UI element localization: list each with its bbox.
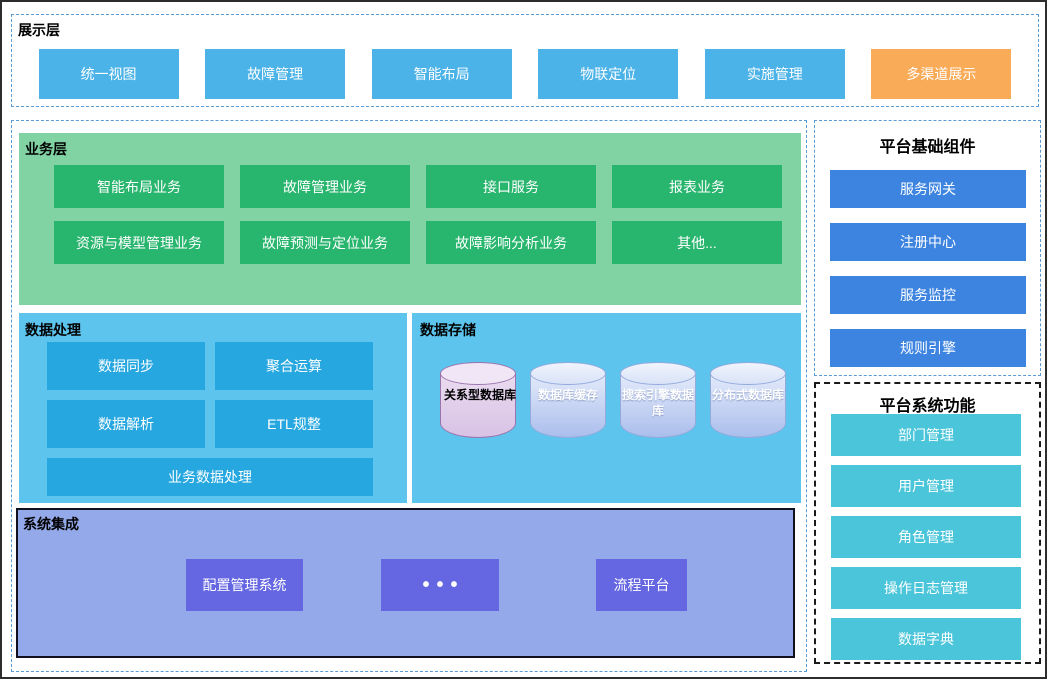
node-business-data-processing: 业务数据处理 — [47, 458, 373, 496]
core-layers-panel: 业务层 智能布局业务 故障管理业务 接口服务 报表业务 资源与模型管理业务 故障… — [11, 120, 807, 672]
node-registry-center: 注册中心 — [830, 223, 1026, 261]
data-processing-grid: 数据同步 聚合运算 数据解析 ETL规整 — [47, 342, 373, 448]
node-aggregate-compute: 聚合运算 — [215, 342, 373, 390]
node-role-management: 角色管理 — [831, 516, 1021, 558]
node-service-monitoring: 服务监控 — [830, 276, 1026, 314]
system-integration-title: 系统集成 — [23, 516, 79, 532]
node-multichannel-display: 多渠道展示 — [871, 49, 1012, 99]
platform-functions-column: 部门管理 用户管理 角色管理 操作日志管理 数据字典 — [831, 414, 1021, 660]
node-other-service: 其他... — [612, 221, 782, 264]
node-data-parsing: 数据解析 — [47, 400, 205, 448]
database-distributed-icon: 分布式数据库 — [710, 362, 786, 440]
node-data-sync: 数据同步 — [47, 342, 205, 390]
node-smart-layout-service: 智能布局业务 — [54, 165, 224, 208]
node-fault-management: 故障管理 — [205, 49, 346, 99]
node-data-dictionary: 数据字典 — [831, 618, 1021, 660]
node-fault-impact-analysis: 故障影响分析业务 — [426, 221, 596, 264]
cylinder-cap — [620, 362, 696, 385]
data-storage-title: 数据存储 — [420, 322, 476, 338]
data-storage-panel: 数据存储 关系型数据库 数据库缓存 搜索引擎数据库 — [412, 313, 801, 503]
presentation-button-row: 统一视图 故障管理 智能布局 物联定位 实施管理 多渠道展示 — [12, 49, 1038, 99]
database-search-engine-label: 搜索引擎数据库 — [621, 388, 694, 418]
node-user-management: 用户管理 — [831, 465, 1021, 507]
cylinder-cap — [440, 362, 516, 385]
platform-functions-panel: 平台系统功能 部门管理 用户管理 角色管理 操作日志管理 数据字典 — [814, 382, 1041, 664]
database-cache-label: 数据库缓存 — [537, 388, 598, 402]
platform-components-panel: 平台基础组件 服务网关 注册中心 服务监控 规则引擎 — [814, 120, 1041, 376]
business-layer-title: 业务层 — [25, 141, 67, 157]
platform-functions-title: 平台系统功能 — [879, 398, 976, 415]
system-integration-panel: 系统集成 配置管理系统 ••• 流程平台 — [16, 508, 795, 658]
node-report-service: 报表业务 — [612, 165, 782, 208]
node-config-management-system: 配置管理系统 — [186, 559, 303, 611]
data-processing-panel: 数据处理 数据同步 聚合运算 数据解析 ETL规整 业务数据处理 — [19, 313, 407, 503]
platform-components-title: 平台基础组件 — [879, 139, 976, 156]
node-operation-log-management: 操作日志管理 — [831, 567, 1021, 609]
node-resource-model-management: 资源与模型管理业务 — [54, 221, 224, 264]
presentation-layer-title: 展示层 — [18, 22, 60, 38]
database-distributed-label: 分布式数据库 — [711, 388, 784, 402]
business-layer-panel: 业务层 智能布局业务 故障管理业务 接口服务 报表业务 资源与模型管理业务 故障… — [19, 133, 801, 305]
node-smart-layout: 智能布局 — [371, 49, 512, 99]
database-row: 关系型数据库 数据库缓存 搜索引擎数据库 分布式数据库 — [440, 362, 786, 440]
node-unified-view: 统一视图 — [38, 49, 179, 99]
presentation-layer-panel: 展示层 统一视图 故障管理 智能布局 物联定位 实施管理 多渠道展示 — [11, 14, 1039, 107]
node-process-platform: 流程平台 — [596, 559, 687, 611]
database-relational-icon: 关系型数据库 — [440, 362, 516, 440]
node-implementation-management: 实施管理 — [704, 49, 845, 99]
node-iot-positioning: 物联定位 — [538, 49, 679, 99]
node-department-management: 部门管理 — [831, 414, 1021, 456]
database-search-engine-icon: 搜索引擎数据库 — [620, 362, 696, 440]
business-node-grid: 智能布局业务 故障管理业务 接口服务 报表业务 资源与模型管理业务 故障预测与定… — [54, 165, 782, 264]
node-service-gateway: 服务网关 — [830, 170, 1026, 208]
cylinder-cap — [530, 362, 606, 385]
platform-components-column: 服务网关 注册中心 服务监控 规则引擎 — [830, 170, 1026, 367]
database-cache-icon: 数据库缓存 — [530, 362, 606, 440]
database-relational-label: 关系型数据库 — [444, 388, 517, 402]
node-etl-normalization: ETL规整 — [215, 400, 373, 448]
node-fault-management-service: 故障管理业务 — [240, 165, 410, 208]
cylinder-cap — [710, 362, 786, 385]
node-interface-service: 接口服务 — [426, 165, 596, 208]
data-processing-title: 数据处理 — [25, 322, 81, 338]
node-rule-engine: 规则引擎 — [830, 329, 1026, 367]
node-fault-prediction-location: 故障预测与定位业务 — [240, 221, 410, 264]
node-ellipsis-more-systems: ••• — [381, 559, 499, 611]
